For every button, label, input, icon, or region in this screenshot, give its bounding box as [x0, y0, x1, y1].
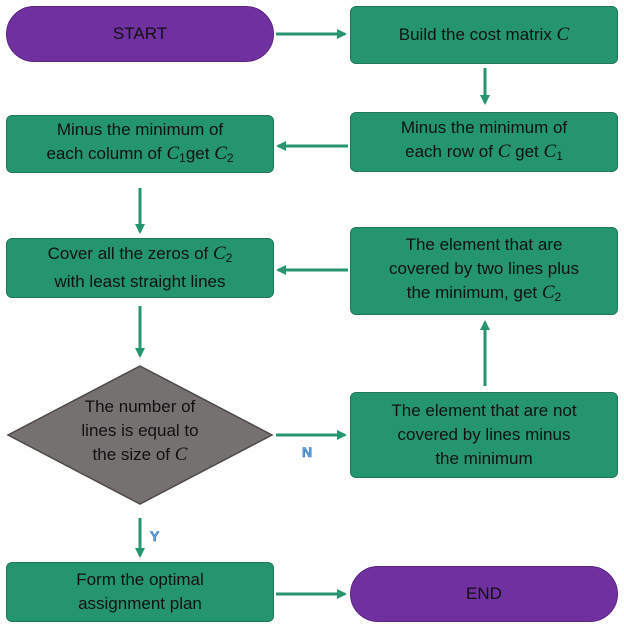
optimal-plan-box: Form the optimal assignment plan	[6, 562, 274, 622]
minus-column-minimum-label: Minus the minimum of each column of C1ge…	[46, 120, 234, 165]
not-covered-minus-minimum-label: The element that are not covered by line…	[391, 401, 577, 468]
start-terminal: START	[6, 6, 274, 62]
not-covered-minus-minimum-box: The element that are not covered by line…	[350, 392, 618, 478]
minus-row-minimum-label: Minus the minimum of each row of C get C…	[400, 118, 568, 163]
edge-label-no: N	[302, 444, 313, 461]
edge-label-yes: Y	[150, 528, 160, 545]
minus-row-minimum-box: Minus the minimum of each row of C get C…	[350, 112, 618, 172]
decision-label: The number of lines is equal to the size…	[81, 397, 199, 465]
optimal-plan-label: Form the optimal assignment plan	[76, 570, 204, 613]
build-cost-matrix-label: Build the cost matrix C	[398, 24, 570, 45]
build-cost-matrix-box: Build the cost matrix C	[350, 6, 618, 64]
covered-plus-minimum-label: The element that are covered by two line…	[389, 235, 579, 304]
cover-zeros-box: Cover all the zeros of C2 with least str…	[6, 238, 274, 298]
end-terminal: END	[350, 566, 618, 622]
minus-column-minimum-box: Minus the minimum of each column of C1ge…	[6, 115, 274, 173]
start-label: START	[112, 24, 168, 43]
cover-zeros-label: Cover all the zeros of C2 with least str…	[47, 243, 233, 291]
decision-diamond	[6, 365, 274, 505]
end-label: END	[466, 584, 502, 603]
covered-plus-minimum-box: The element that are covered by two line…	[350, 227, 618, 315]
